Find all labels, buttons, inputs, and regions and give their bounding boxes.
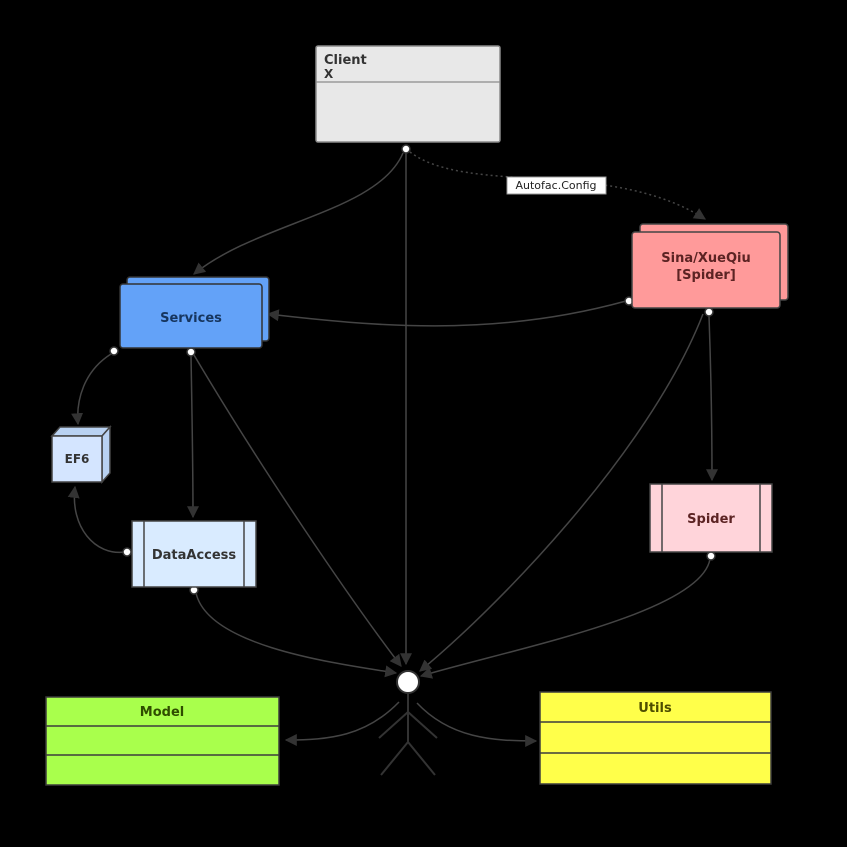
client-box[interactable]	[315, 45, 501, 143]
edges	[67, 151, 718, 747]
sina-label-line1: Sina/XueQiu	[661, 251, 750, 266]
actor-head	[396, 670, 420, 694]
edge-sina-spider	[705, 315, 718, 482]
edge-label-autofac: Autofac.Config	[506, 176, 607, 195]
edge-services-actor	[193, 354, 402, 667]
port-spider-bottom	[706, 551, 716, 561]
node-model[interactable]: Model	[45, 696, 280, 786]
utils-label: Utils	[638, 701, 672, 716]
model-box[interactable]	[45, 696, 280, 786]
node-ef6[interactable]: EF6	[50, 425, 112, 484]
node-services[interactable]: Services	[119, 276, 270, 349]
node-sina-spider[interactable]: Sina/XueQiu [Spider]	[631, 223, 789, 309]
edge-dataaccess-actor	[195, 592, 398, 678]
spider-label: Spider	[687, 512, 735, 527]
edge-sina-actor	[419, 313, 704, 672]
port-services-bottom	[186, 347, 196, 357]
spider-box[interactable]	[649, 483, 773, 553]
node-client[interactable]: Client X	[315, 45, 501, 143]
services-box[interactable]	[119, 283, 263, 349]
edge-sina-services	[266, 300, 627, 327]
ef6-right-face	[101, 425, 111, 484]
actor-arms	[378, 711, 438, 739]
client-stereotype: X	[324, 67, 334, 81]
ef6-top-face	[50, 426, 112, 437]
actor-legs	[380, 741, 436, 776]
edge-client-services	[193, 152, 404, 275]
utils-box[interactable]	[539, 691, 772, 785]
port-sina-bottom	[704, 307, 714, 317]
node-spider[interactable]: Spider	[649, 483, 773, 553]
edge-label-text: Autofac.Config	[516, 179, 597, 192]
edge-services-ef6	[71, 353, 112, 426]
services-label: Services	[160, 311, 222, 326]
edge-services-dataaccess	[186, 355, 199, 519]
sina-label-line2: [Spider]	[676, 268, 736, 283]
dataaccess-box[interactable]	[131, 520, 257, 588]
connection-ports	[109, 144, 716, 595]
node-utils[interactable]: Utils	[539, 691, 772, 785]
ef6-box[interactable]	[51, 435, 103, 483]
client-title: Client	[324, 53, 367, 68]
port-services-left	[109, 346, 119, 356]
sina-box[interactable]	[631, 231, 781, 309]
actor-figure[interactable]	[378, 670, 438, 776]
edge-dataaccess-ef6	[67, 485, 126, 554]
edge-actor-utils	[416, 702, 538, 747]
edge-label-box	[506, 176, 607, 195]
edge-client-sina-dotted	[409, 151, 707, 220]
ef6-label: EF6	[65, 452, 90, 466]
edge-actor-model	[284, 701, 400, 746]
port-client-bottom	[401, 144, 411, 154]
model-label: Model	[140, 705, 184, 720]
dataaccess-label: DataAccess	[152, 548, 237, 563]
port-dataaccess-left	[122, 547, 132, 557]
edge-spider-actor	[419, 558, 711, 679]
node-dataaccess[interactable]: DataAccess	[131, 520, 257, 588]
